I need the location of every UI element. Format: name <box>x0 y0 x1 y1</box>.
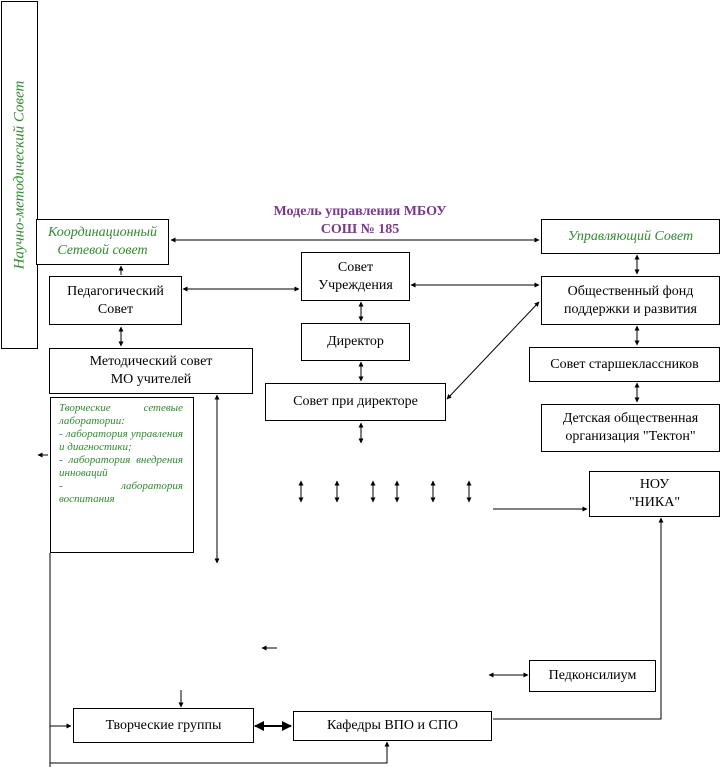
nms-label: Научно-методический Совет <box>11 80 27 270</box>
diagram-title: Модель управления МБОУ СОШ № 185 <box>230 203 490 239</box>
starsh-box: Совет старшеклассников <box>529 347 720 382</box>
uprav-box: Управляющий Совет <box>541 219 720 254</box>
starsh-label: Совет старшеклассников <box>550 356 699 372</box>
koord-line-2: Сетевой совет <box>57 243 148 258</box>
sovet-uchr-box: Совет Учреждения <box>301 252 410 301</box>
kafedry-box: Кафедры ВПО и СПО <box>293 711 492 741</box>
director-box: Директор <box>301 323 410 361</box>
kafedry-label: Кафедры ВПО и СПО <box>326 718 459 733</box>
pedkons-label: Педконсилиум <box>548 668 637 683</box>
nms-box: Научно-методический Совет <box>1 1 38 349</box>
fond-line-2: поддержки и развития <box>564 301 697 317</box>
tvorch-box: Творческие группы <box>73 708 254 743</box>
kafedry-nou-arrow <box>493 517 664 720</box>
bottom-to-kafedry-arrow <box>50 741 390 764</box>
title-line-1: Модель управления МБОУ <box>273 204 447 219</box>
uchr-line-2: Учреждения <box>318 277 393 293</box>
labs-line-2: - лаборатория управления и диагностики; <box>59 428 183 453</box>
labs-line-3: - лаборатория внедрения инноваций <box>59 454 183 479</box>
ped-line-2: Совет <box>97 301 134 317</box>
fond-box: Общественный фонд поддержки и развития <box>541 276 720 325</box>
fond-line-1: Общественный фонд <box>567 283 694 299</box>
title-line-2: СОШ № 185 <box>320 222 400 237</box>
metod-box: Методический совет МО учителей <box>49 348 253 394</box>
ped-sovet-box: Педагогический Совет <box>49 276 182 325</box>
metod-line-2: МО учителей <box>110 372 192 387</box>
director-label: Директор <box>327 334 384 349</box>
pedkons-box: Педконсилиум <box>529 660 656 692</box>
tekton-box: Детская общественная организация "Тектон… <box>541 404 720 452</box>
nou-box: НОУ "НИКА" <box>589 471 720 517</box>
tekton-line-1: Детская общественная <box>562 411 699 426</box>
labs-box: Творческие сетевые лаборатории: - лабора… <box>50 397 194 553</box>
pridir-fond-arrow <box>446 301 540 400</box>
koord-box: Координационный Сетевой совет <box>36 219 169 265</box>
uprav-label: Управляющий Совет <box>567 228 694 244</box>
nou-line-1: НОУ <box>639 477 670 492</box>
uchr-line-1: Совет <box>337 259 374 275</box>
tvorch-label: Творческие группы <box>105 717 222 733</box>
ped-line-1: Педагогический <box>67 283 164 299</box>
pri-director-label: Совет при директоре <box>293 394 418 409</box>
labs-line-4: - лаборатория воспитания <box>59 480 183 505</box>
nou-line-2: "НИКА" <box>628 495 681 510</box>
koord-line-1: Координационный <box>48 225 157 240</box>
metod-line-1: Методический совет <box>89 354 213 369</box>
labs-line-1: Творческие сетевые лаборатории: <box>59 402 183 427</box>
tekton-line-2: организация "Тектон" <box>565 429 696 444</box>
pri-director-box: Совет при директоре <box>265 383 446 421</box>
